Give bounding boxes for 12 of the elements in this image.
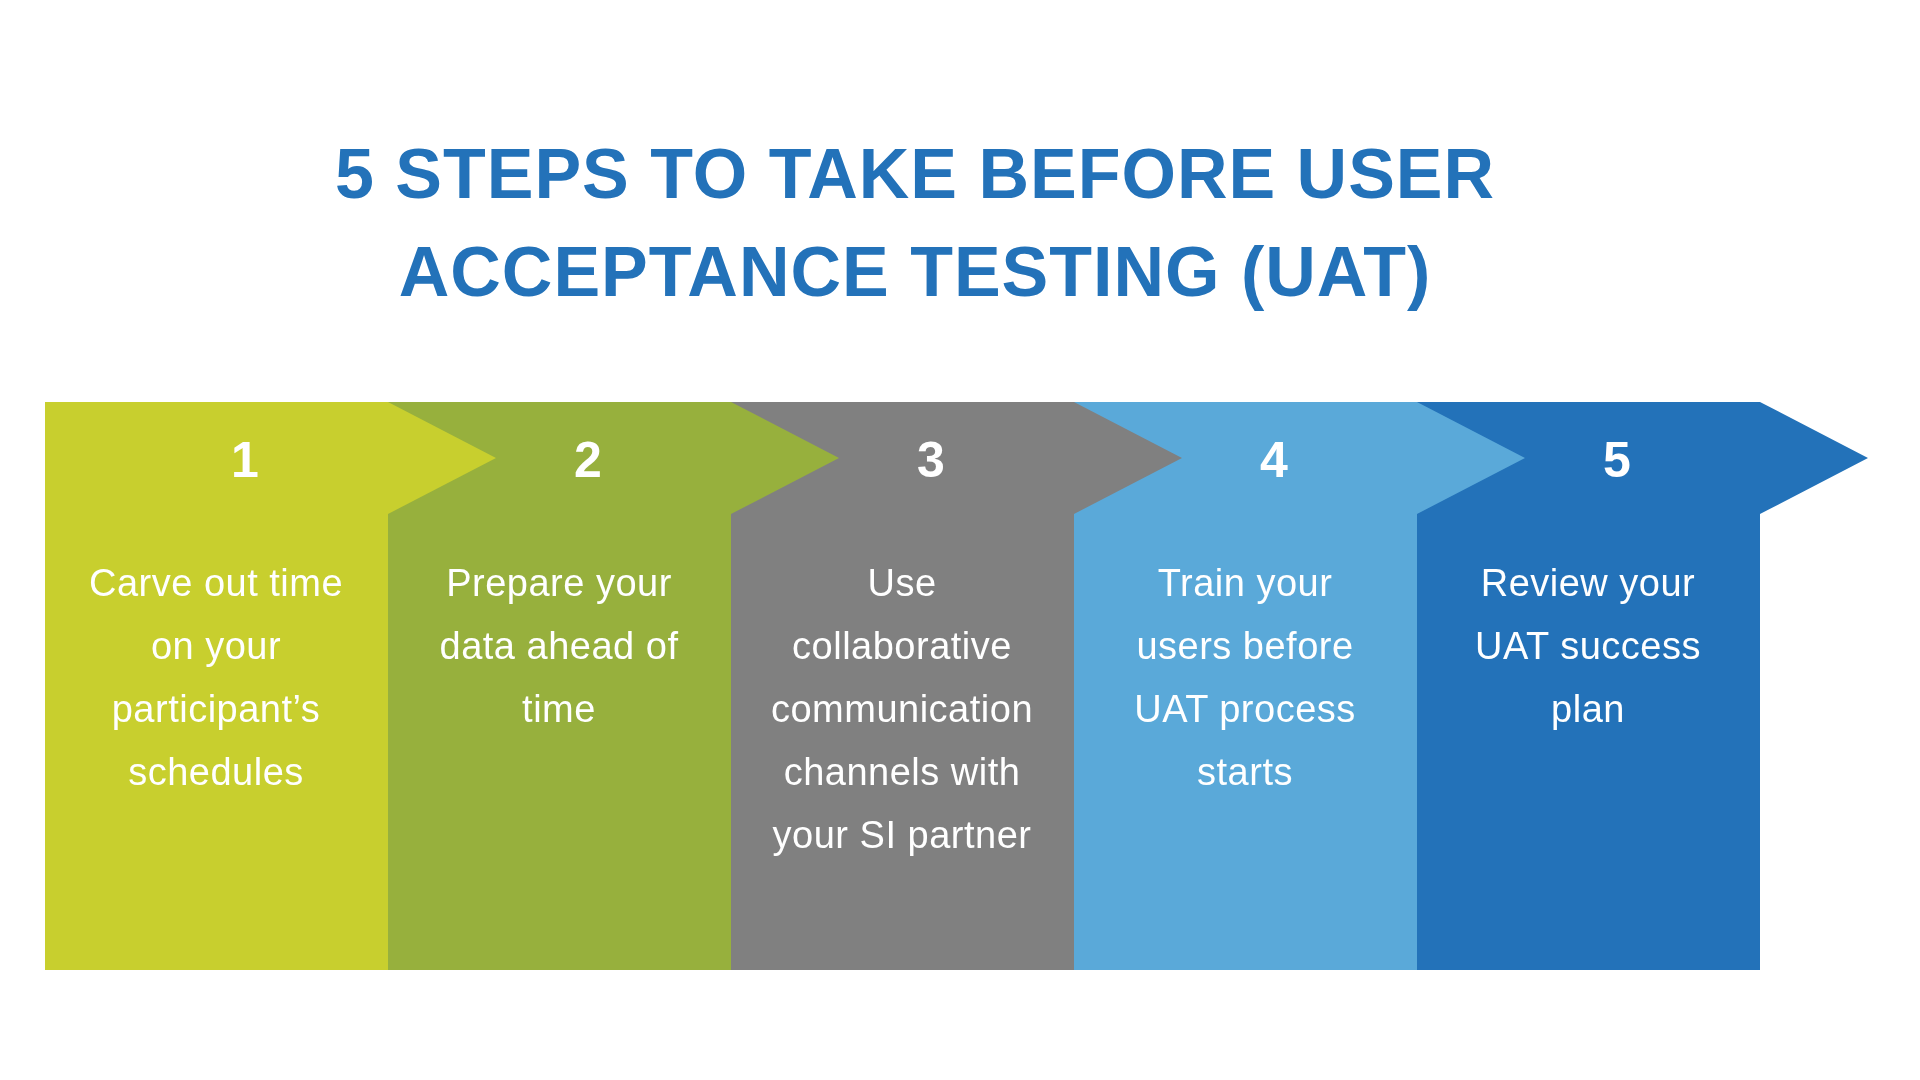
step-description: Use collaborative communication channels with your SI partner — [769, 561, 1035, 858]
step-description: Review your UAT success plan — [1474, 561, 1702, 732]
step-number: 4 — [1259, 432, 1289, 488]
step-number: 5 — [1602, 432, 1632, 488]
step-number: 1 — [230, 432, 260, 488]
step-number: 3 — [916, 432, 946, 488]
step-description: Carve out time on your participant’s schedules — [87, 561, 345, 795]
title: 5 STEPS TO TAKE BEFORE USER ACCEPTANCE TESTING (UAT) — [333, 134, 1497, 313]
chevron-step-panel — [1417, 402, 1868, 970]
step-description: Train your users before UAT process starts — [1133, 561, 1357, 795]
step-number: 2 — [573, 432, 603, 488]
step-description: Prepare your data ahead of time — [438, 561, 680, 732]
